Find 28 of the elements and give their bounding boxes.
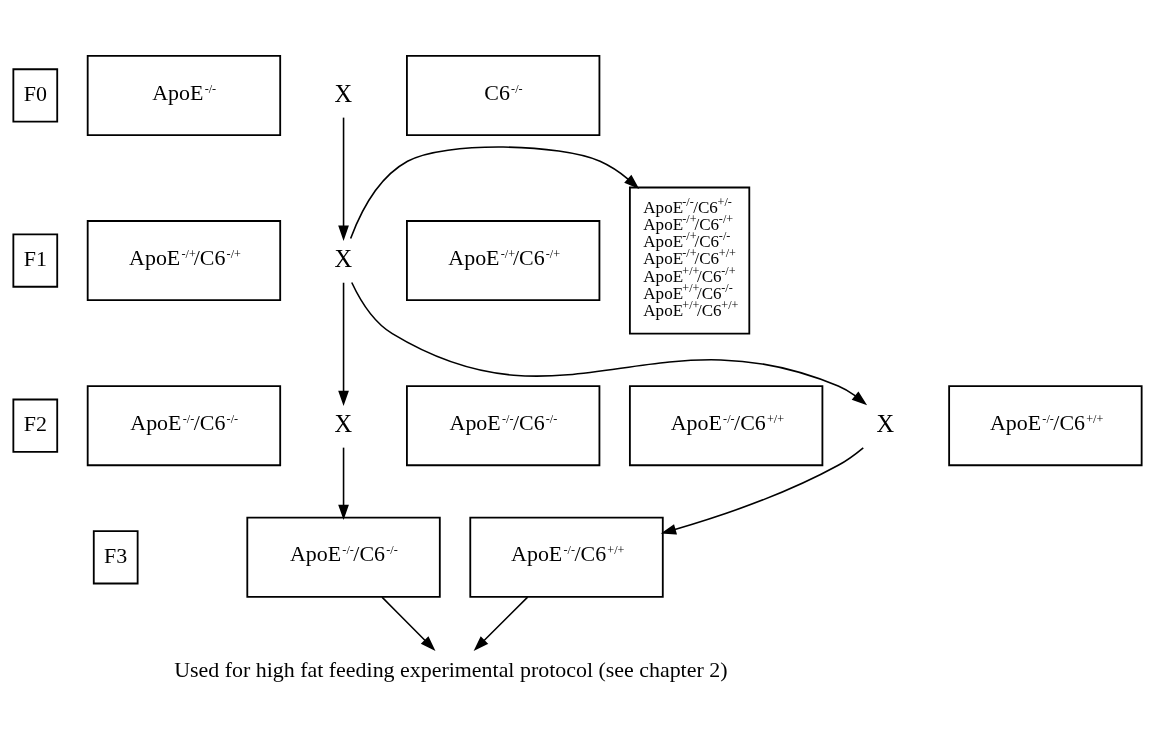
node-box: ApoE$^{-/-}$/C6$^{+/+}$ bbox=[469, 516, 664, 598]
node-text: X bbox=[334, 409, 353, 437]
node-box: ApoE$^{-/-}$ bbox=[86, 54, 282, 136]
arrow bbox=[338, 116, 349, 241]
node-box: F3 bbox=[92, 529, 139, 584]
arrow bbox=[473, 595, 529, 651]
node-box: ApoE$^{-/-}$/C6$^{+/-}$ ApoE$^{-/+}$/C6$^{-/+}$ ApoE$^{-/+}$/C6$^{-/-}$ ApoE$^{-/+}$/C6$^{+/+}$ ApoE$^{+/+}$/C6$^{-/+}$ ApoE$^{+/+}$/C6$^{-/-}$ ApoE$^{+/+}$/C6$^{+/+}$ bbox=[628, 186, 751, 335]
node-box: ApoE$^{-/-}$/C6$^{-/-}$ bbox=[86, 384, 282, 466]
arrow bbox=[338, 446, 349, 520]
arrow bbox=[381, 595, 436, 651]
arrow bbox=[350, 281, 868, 405]
node-box: ApoE$^{-/+}$/C6$^{-/+}$ bbox=[406, 219, 601, 301]
node-box: ApoE$^{-/-}$/C6$^{+/+}$ bbox=[948, 384, 1143, 466]
node-text: X bbox=[876, 409, 895, 437]
node-box: F2 bbox=[12, 398, 59, 453]
node-text: X bbox=[334, 79, 353, 107]
node-box: ApoE$^{-/+}$/C6$^{-/+}$ bbox=[86, 219, 282, 301]
arrow bbox=[349, 145, 640, 239]
node-text: Used for high fat feeding experimental protocol (see chapter 2) bbox=[174, 656, 728, 682]
node-box: ApoE$^{-/-}$/C6$^{-/-}$ bbox=[246, 516, 441, 598]
node-box: C6$^{-/-}$ bbox=[406, 54, 601, 136]
arrow bbox=[660, 446, 865, 534]
arrow bbox=[338, 281, 349, 406]
node-box: F0 bbox=[12, 67, 59, 123]
node-text: X bbox=[334, 244, 353, 272]
node-box: F1 bbox=[12, 232, 59, 288]
node-box: ApoE$^{-/-}$/C6$^{+/+}$ bbox=[628, 384, 824, 466]
node-box: ApoE$^{-/-}$/C6$^{-/-}$ bbox=[406, 384, 601, 466]
